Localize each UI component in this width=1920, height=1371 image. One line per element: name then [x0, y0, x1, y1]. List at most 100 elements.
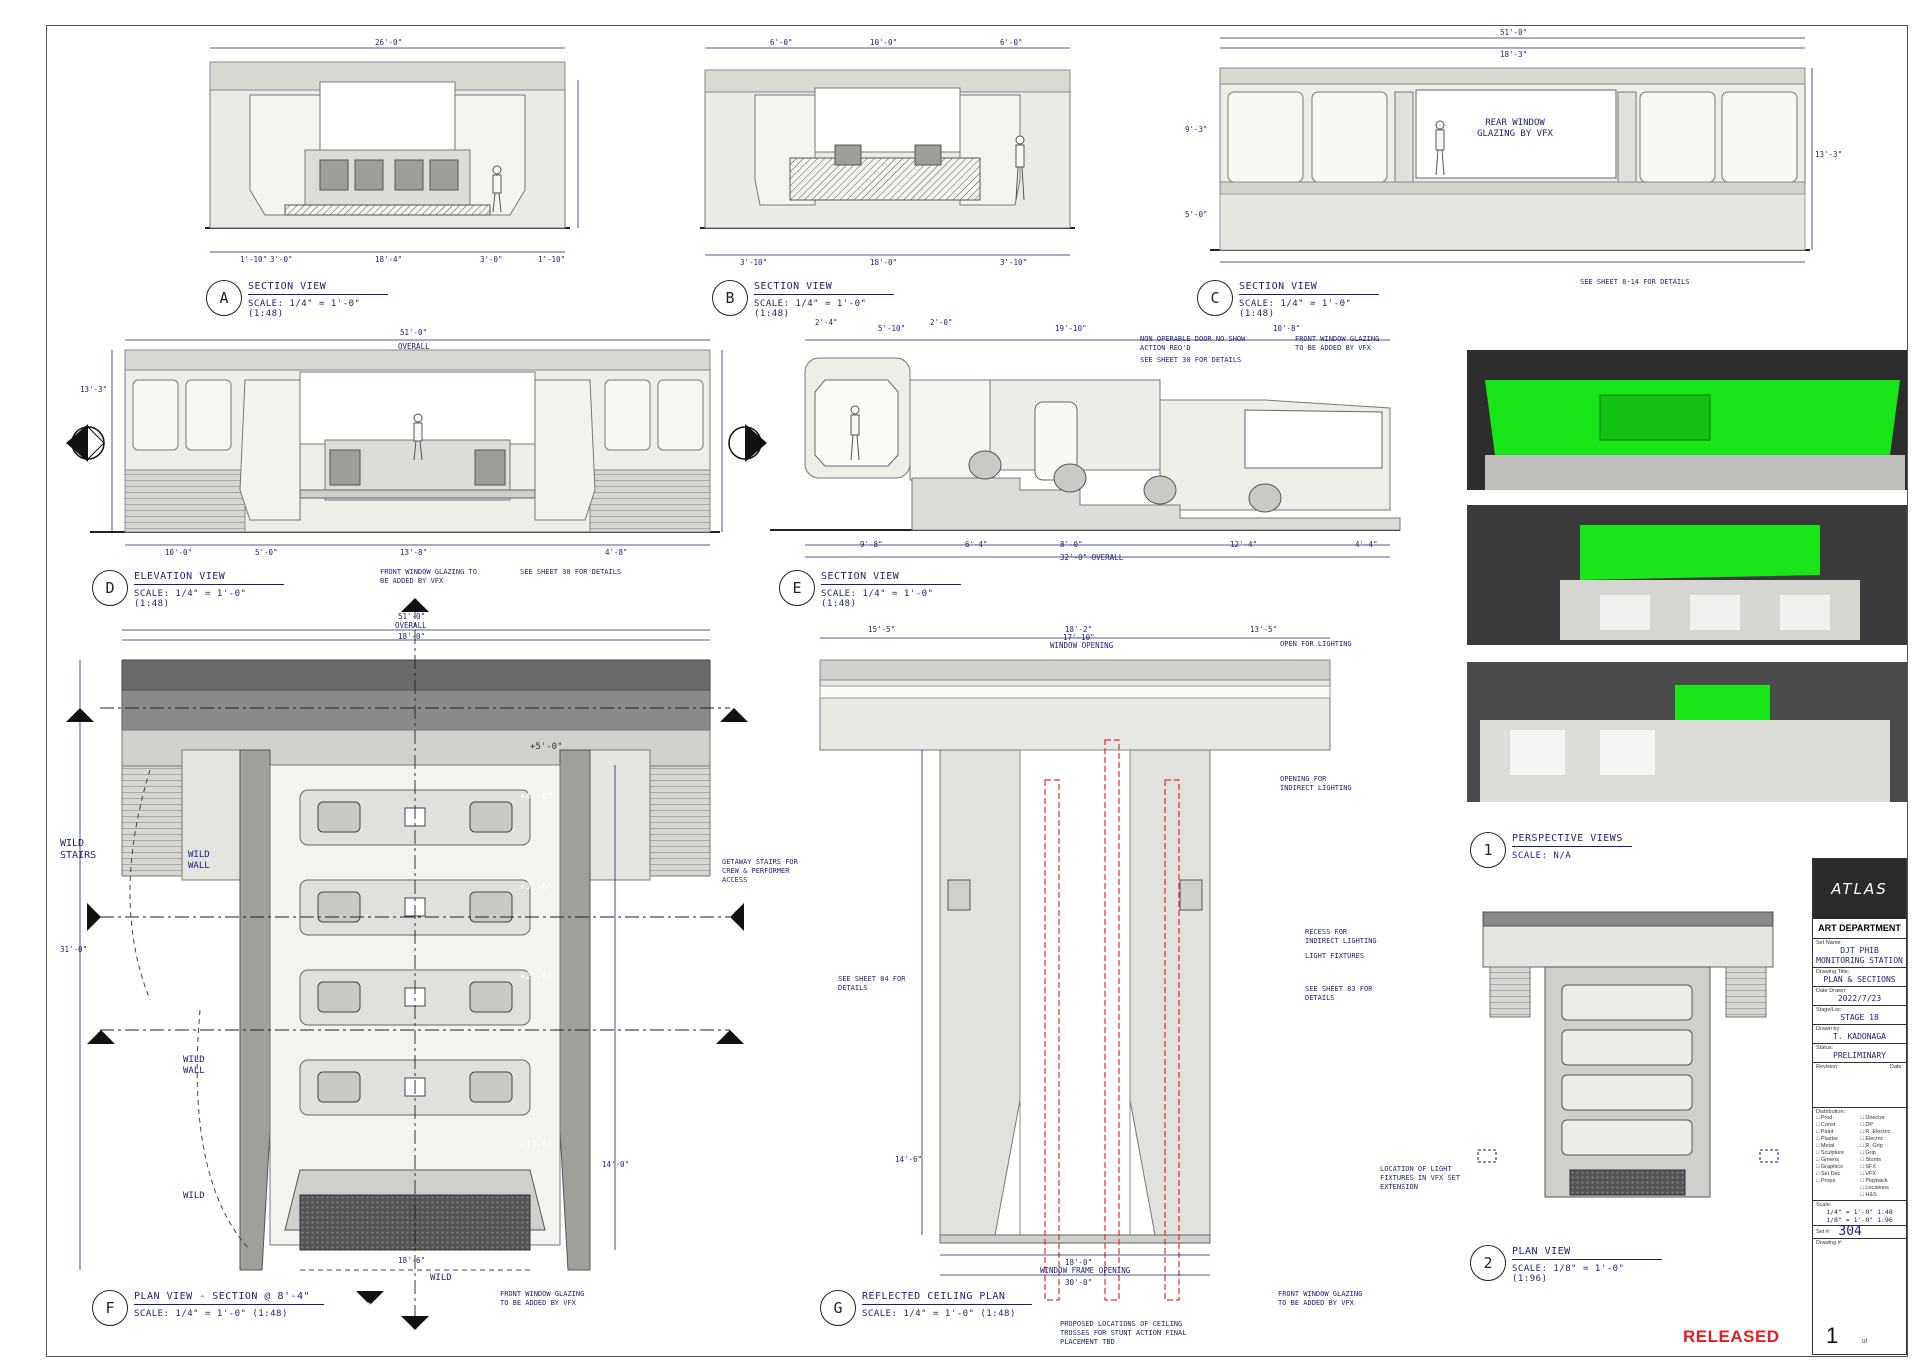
- note-indirect-opening: OPENING FOR INDIRECT LIGHTING: [1280, 775, 1352, 792]
- dim-g-t2: 18'-2": [1065, 625, 1093, 634]
- distribution-item: □ Set Dec: [1816, 1171, 1841, 1177]
- perspective-render-3: [1467, 662, 1907, 802]
- view-bubble-a: A: [206, 280, 242, 316]
- dim-f-overall: OVERALL: [395, 621, 427, 630]
- dim-e-t5: 10'-8": [1273, 324, 1301, 333]
- marker-letter-d: D: [366, 1302, 372, 1312]
- drawing-title-cell: Drawing Title: PLAN & SECTIONS: [1813, 968, 1906, 987]
- dim-d-b2: 5'-0": [255, 548, 278, 557]
- perspective-render-2: [1467, 505, 1907, 645]
- dim-a-b1: 1'-10": [240, 255, 268, 264]
- dim-b-b2: 18'-0": [870, 258, 898, 267]
- distribution-item: [1816, 1185, 1859, 1192]
- note-g-front-glazing: FRONT WINDOW GLAZING TO BE ADDED BY VFX: [1278, 1290, 1363, 1307]
- dim-b-b3: 3'-10": [1000, 258, 1028, 267]
- dim-e-t4: 19'-10": [1055, 324, 1087, 333]
- view-g-reflected-ceiling-plan: [819, 637, 1331, 1301]
- note-light-location: LOCATION OF LIGHT FIXTURES IN VFX SET EX…: [1380, 1165, 1461, 1191]
- dim-a-b2: 3'-0": [270, 255, 293, 264]
- dim-e-b4: 12'-4": [1230, 540, 1258, 549]
- distribution-item: □ SFX: [1860, 1164, 1877, 1170]
- level-mark: +2'-6": [520, 972, 553, 982]
- distribution-item: □ Const.: [1816, 1122, 1837, 1128]
- distribution-list: □ Prod.□ Director□ Const.□ DP□ Paint□ R.…: [1816, 1115, 1903, 1199]
- section-marker-gf-right: [728, 424, 767, 462]
- note-g-sheet-84: SEE SHEET 84 FOR DETAILS: [838, 975, 906, 992]
- distribution-item: □ Plaster: [1816, 1136, 1838, 1142]
- dim-f-left: 31'-0": [60, 945, 88, 954]
- dim-g-botlab: WINDOW FRAME OPENING: [1040, 1266, 1131, 1275]
- view-bubble-1: 1: [1470, 832, 1506, 868]
- dim-g-t3: 13'-5": [1250, 625, 1278, 634]
- level-mark: +3'-6": [520, 882, 553, 892]
- distribution-item: □ H&S: [1860, 1192, 1877, 1198]
- dim-f-r1: 14'-0": [602, 1160, 630, 1169]
- level-mark: +4'-6": [520, 792, 553, 802]
- note-rear-window-vfx: REAR WINDOW GLAZING BY VFX: [1477, 118, 1553, 139]
- human-figure-icon: [413, 413, 423, 461]
- view-c-section: [1210, 37, 1813, 263]
- atlas-logo: ATLAS: [1813, 859, 1906, 919]
- note-wild-bottom: WILD: [430, 1273, 452, 1283]
- view-f-plan: [79, 605, 730, 1320]
- view-d-elevation: [90, 339, 723, 546]
- distribution-item: □ Playback: [1860, 1178, 1888, 1184]
- dim-f-mid: 18'-0": [398, 632, 426, 641]
- dim-d-b1: 10'-0": [165, 548, 193, 557]
- dim-b-t3: 6'-0": [1000, 38, 1023, 47]
- note-ceiling-trusses: PROPOSED LOCATIONS OF CEILING TRUSSES FO…: [1060, 1320, 1187, 1346]
- dim-c-top: 51'-0": [1500, 28, 1528, 37]
- note-f-front-glazing: FRONT WINDOW GLAZING TO BE ADDED BY VFX: [500, 1290, 585, 1307]
- note-open-lighting: OPEN FOR LIGHTING: [1280, 640, 1352, 648]
- dim-f-bottom: 18'-6": [398, 1256, 426, 1265]
- distribution-item: □ Sculpture: [1816, 1150, 1845, 1156]
- note-e-sheet: SEE SHEET 30 FOR DETAILS: [1140, 356, 1242, 364]
- distribution-item: □ DP: [1860, 1122, 1874, 1128]
- view-a-section: [205, 47, 579, 253]
- dim-d-top: 51'-0": [400, 328, 428, 337]
- human-figure-icon: [1435, 120, 1445, 176]
- dim-b-b1: 3'-10": [740, 258, 768, 267]
- date-cell: Date Drawn: 2022/7/23: [1813, 987, 1906, 1006]
- view-b-section: [700, 47, 1075, 256]
- dim-g-winlab: WINDOW OPENING: [1050, 641, 1114, 650]
- dim-e-b3: 8'-0": [1060, 540, 1083, 549]
- released-stamp: RELEASED: [1683, 1327, 1780, 1346]
- seat-row: [299, 969, 531, 1026]
- dim-e-t3: 2'-0": [930, 318, 953, 327]
- human-figure-icon: [492, 165, 502, 213]
- dim-e-b2: 6'-4": [965, 540, 988, 549]
- distribution-item: □ Prod.: [1816, 1115, 1834, 1121]
- dim-e-b1: 9'-8": [860, 540, 883, 549]
- dim-e-b5: 4'-4": [1355, 540, 1378, 549]
- note-getaway-stairs: GETAWAY STAIRS FOR CREW & PERFORMER ACCE…: [722, 858, 798, 884]
- view-bubble-e: E: [779, 570, 815, 606]
- dim-d-left: 13'-3": [80, 385, 108, 394]
- set-name-cell: Set Name: DJT PHIB MONITORING STATION: [1813, 939, 1906, 968]
- dim-d-overall: OVERALL: [398, 342, 430, 351]
- human-figure-icon: [850, 405, 860, 461]
- view-e-section: [770, 339, 1401, 558]
- dim-d-b3: 13'-8": [400, 548, 428, 557]
- scale-cell: Scale: 1/4" = 1'-0" 1:48 1/8" = 1'-0" 1:…: [1813, 1201, 1906, 1226]
- set-number-cell: Set #: 304: [1813, 1225, 1906, 1239]
- dim-c-right: 13'-3": [1815, 150, 1843, 159]
- sheet-number: 1: [1826, 1323, 1839, 1348]
- distribution-item: □ Stunts: [1860, 1157, 1881, 1163]
- dim-a-b4: 3'-0": [480, 255, 503, 264]
- note-wild: WILD: [183, 1191, 205, 1201]
- view-bubble-g: G: [820, 1290, 856, 1326]
- level-mark: +5'-0": [530, 742, 563, 752]
- distribution-item: □ Metal: [1816, 1143, 1835, 1149]
- note-wild-wall-2: WILD WALL: [183, 1055, 205, 1076]
- dim-b-t2: 10'-0": [870, 38, 898, 47]
- distribution-item: □ R. Electric: [1860, 1129, 1891, 1135]
- dim-c-h2: 5'-0": [1185, 210, 1208, 219]
- dim-c-h1: 9'-3": [1185, 125, 1208, 134]
- title-block: ATLAS ART DEPARTMENT Set Name: DJT PHIB …: [1812, 858, 1907, 1355]
- distribution-item: [1816, 1192, 1859, 1199]
